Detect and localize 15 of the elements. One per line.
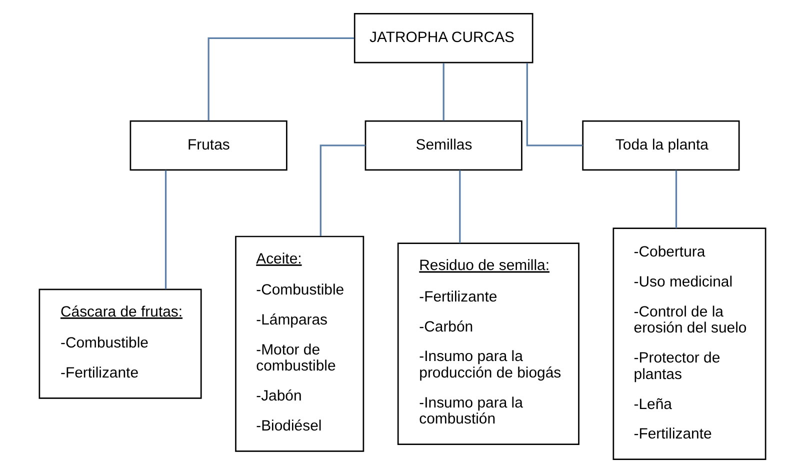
node-box: Semillas	[364, 120, 522, 171]
node-box: JATROPHA CURCAS	[354, 13, 534, 64]
connector	[320, 144, 366, 236]
node-box: Frutas	[130, 120, 288, 171]
connector	[164, 170, 167, 290]
node-box: Toda la planta	[582, 120, 740, 171]
node-box: Cáscara de frutas: -Combustible -Fertilizante	[38, 288, 202, 399]
connector	[459, 170, 461, 244]
node-box: Aceite: -Combustible -Lámparas -Motor de combustible -Jabón -Biodiésel	[235, 236, 364, 452]
connector	[442, 63, 444, 121]
node-box: Residuo de semilla: -Fertilizante -Carbón -Insumo para la producción de biogás -Insumo para la combustión	[397, 242, 580, 446]
connector	[208, 37, 354, 121]
connector	[675, 170, 678, 228]
node-box: -Cobertura -Uso medicinal -Control de la erosión del suelo -Protector de plantas -Leña -Fertilizante	[612, 228, 766, 460]
connector	[526, 63, 583, 146]
